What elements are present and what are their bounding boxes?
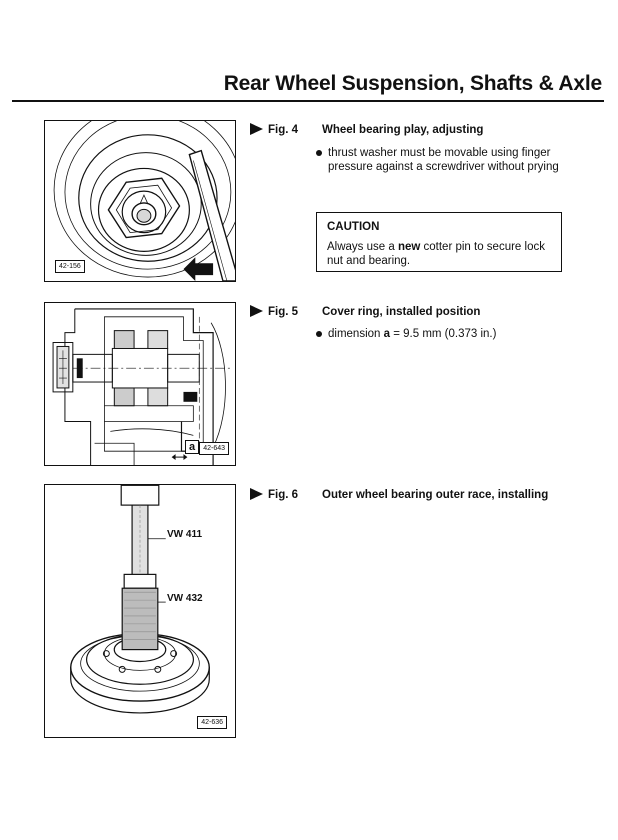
arrow-right-icon: [250, 123, 263, 135]
figure-6-code: 42-636: [197, 716, 227, 729]
tool-vw432-label: VW 432: [167, 593, 203, 604]
figure-6-illustration: VW 411 VW 432 42-636: [44, 484, 236, 738]
figure-5-callout: Fig. 5 Cover ring, installed position: [250, 305, 480, 318]
cover-ring-cross-section-drawing: [52, 308, 233, 465]
figure-4-callout: Fig. 4 Wheel bearing play, adjusting: [250, 123, 483, 136]
figure-4-caption: Wheel bearing play, adjusting: [322, 124, 484, 136]
tool-vw411-label: VW 411: [167, 529, 203, 540]
figure-6-number: Fig. 6: [268, 489, 299, 501]
figure-5-code: 42-643: [199, 442, 229, 455]
list-item: thrust washer must be movable using fing…: [316, 146, 566, 174]
outer-race-installing-drawing: [70, 485, 210, 714]
figure-4-bullets: thrust washer must be movable using fing…: [316, 146, 566, 174]
caution-emphasis: new: [397, 241, 421, 253]
caution-title: CAUTION: [327, 221, 380, 233]
figure-6-callout: Fig. 6 Outer wheel bearing outer race, in…: [250, 488, 548, 501]
figure-5-caption: Cover ring, installed position: [322, 306, 481, 318]
figure-6-caption: Outer wheel bearing outer race, installi…: [322, 489, 549, 501]
page-title: Rear Wheel Suspension, Shafts & Axle: [223, 72, 602, 95]
wheel-bearing-nut-drawing: [53, 121, 235, 281]
caution-box: CAUTION Always use a new cotter pin to s…: [316, 212, 562, 272]
arrow-right-icon: [250, 488, 263, 500]
figure-5-bullets: dimension a = 9.5 mm (0.373 in.): [316, 327, 566, 341]
figure-4-illustration: 42-156: [44, 120, 236, 282]
list-item: dimension a = 9.5 mm (0.373 in.): [316, 327, 566, 341]
figure-5-illustration: a 42-643: [44, 302, 236, 466]
figure-4-code: 42-156: [55, 260, 85, 273]
caution-text: Always use a new cotter pin to secure lo…: [327, 241, 545, 267]
figure-4-number: Fig. 4: [268, 124, 299, 136]
figure-5-number: Fig. 5: [268, 306, 299, 318]
header-rule: [12, 100, 604, 102]
dimension-a-label: a: [185, 440, 200, 454]
page-header: Rear Wheel Suspension, Shafts & Axle: [0, 72, 618, 104]
bullet-icon: [316, 331, 322, 337]
arrow-right-icon: [250, 305, 263, 317]
bullet-icon: [316, 150, 322, 156]
